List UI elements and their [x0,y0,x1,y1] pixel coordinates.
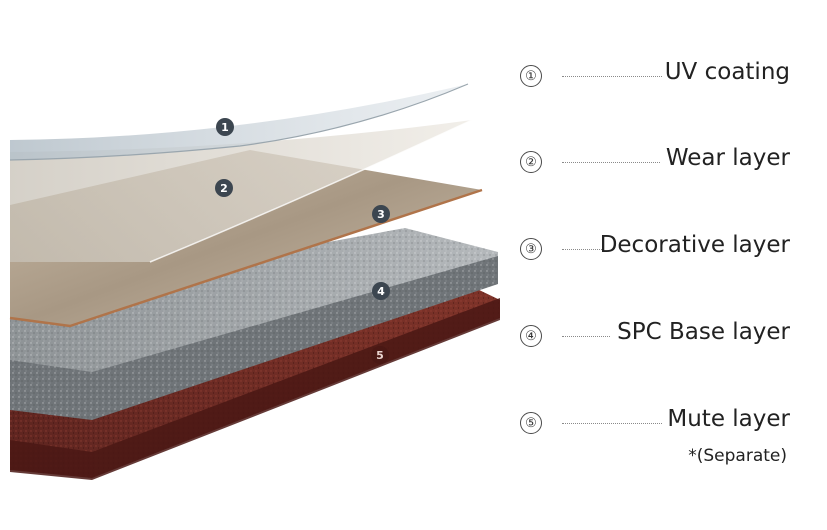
uv-coating-edge [9,83,469,161]
mute-layer-edge [10,298,500,480]
legend-item-decorative-layer: ③ Decorative layer [510,230,790,270]
legend-item-spc-base-layer: ④ SPC Base layer [510,317,790,357]
legend-label: Decorative layer [599,232,790,258]
layer-marker-1-text: 1 [221,121,229,134]
legend-label: UV coating [664,59,790,85]
wear-layer-edge [149,119,473,263]
layer-marker-5-text: 5 [376,349,384,362]
mute-layer [10,288,500,480]
mute-layer-texture [10,288,500,478]
layer-marker-3: 3 [372,205,390,223]
mute-layer-note: *(Separate) [688,446,787,466]
legend-label: Mute layer [667,406,790,432]
legend-number: ⑤ [520,412,542,434]
legend-number: ① [520,65,542,87]
uv-coating-top [10,84,468,160]
layer-marker-4: 4 [372,282,390,300]
legend-number: ② [520,151,542,173]
legend-number: ④ [520,325,542,347]
legend-item-wear-layer: ② Wear layer [510,143,790,183]
legend-label: Wear layer [665,145,790,171]
layer-marker-5: 5 [371,346,389,364]
layer-marker-1: 1 [216,118,234,136]
legend-leader-line [562,76,662,77]
legend-label: SPC Base layer [617,319,790,345]
legend-leader-line [562,336,610,337]
legend-leader-line [562,162,660,163]
legend-item-mute-layer: ⑤ Mute layer [510,404,790,444]
layer-marker-3-text: 3 [377,208,385,221]
layer-marker-4-text: 4 [377,285,385,298]
legend-leader-line [562,423,662,424]
legend-item-uv-coating: ① UV coating [510,57,790,97]
layer-marker-2: 2 [215,179,233,197]
legend-leader-line [562,249,602,250]
decorative-layer-edge [9,188,483,328]
uv-coating-layer [9,83,469,161]
layer-marker-2-text: 2 [220,182,228,195]
legend-number: ③ [520,238,542,260]
